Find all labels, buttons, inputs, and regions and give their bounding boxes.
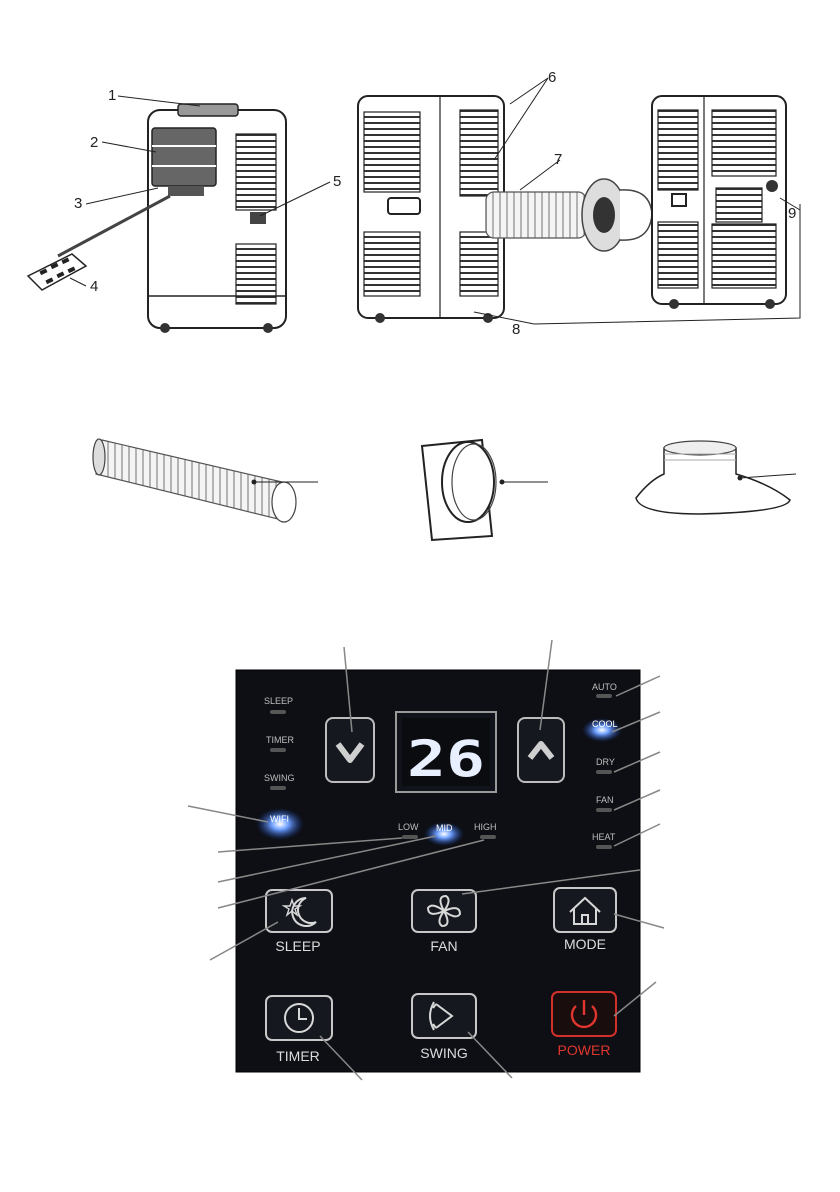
led-label-low: LOW bbox=[398, 822, 419, 832]
led-label-dry: DRY bbox=[596, 757, 615, 767]
unit-side-view: 6 7 bbox=[358, 69, 652, 323]
temperature-display: 26 bbox=[396, 712, 496, 792]
accessory-unit-connector bbox=[636, 441, 796, 514]
unit-front-view: 1 2 3 4 5 bbox=[28, 87, 341, 333]
timer-button-label: TIMER bbox=[276, 1048, 320, 1064]
callout-9: 9 bbox=[788, 205, 796, 222]
callout-7: 7 bbox=[554, 151, 562, 168]
temp-down-button[interactable] bbox=[326, 718, 374, 782]
swing-button-label: SWING bbox=[420, 1045, 467, 1061]
mode-button-label: MODE bbox=[564, 936, 606, 952]
led-label-high: HIGH bbox=[474, 822, 497, 832]
callout-2: 2 bbox=[90, 134, 98, 151]
led-label-sleep: SLEEP bbox=[264, 696, 293, 706]
led-label-auto: AUTO bbox=[592, 682, 617, 692]
callout-4: 4 bbox=[90, 278, 98, 295]
callout-6: 6 bbox=[548, 69, 556, 86]
swing-button[interactable]: SWING bbox=[412, 994, 476, 1061]
led-label-mid: MID bbox=[436, 823, 453, 833]
power-button-label: POWER bbox=[558, 1042, 611, 1058]
display-value: 26 bbox=[407, 730, 485, 788]
led-label-wifi: WIFI bbox=[270, 814, 289, 824]
led-label-swing: SWING bbox=[264, 773, 295, 783]
power-button[interactable]: POWER bbox=[552, 992, 616, 1058]
callout-3: 3 bbox=[74, 195, 82, 212]
control-panel: SLEEP TIMER SWING WIFI 26 LOW MID HIGH bbox=[236, 670, 640, 1072]
sleep-button-label: SLEEP bbox=[275, 938, 320, 954]
led-label-timer: TIMER bbox=[266, 735, 294, 745]
led-label-cool: COOL bbox=[592, 719, 618, 729]
callout-8: 8 bbox=[512, 321, 520, 338]
fan-button-label: FAN bbox=[430, 938, 457, 954]
accessory-window-adapter bbox=[422, 440, 548, 540]
led-label-heat: HEAT bbox=[592, 832, 616, 842]
led-label-fan: FAN bbox=[596, 795, 614, 805]
accessory-exhaust-hose bbox=[93, 439, 318, 522]
callout-1: 1 bbox=[108, 87, 116, 104]
callout-5: 5 bbox=[333, 173, 341, 190]
remote-control bbox=[28, 254, 86, 290]
